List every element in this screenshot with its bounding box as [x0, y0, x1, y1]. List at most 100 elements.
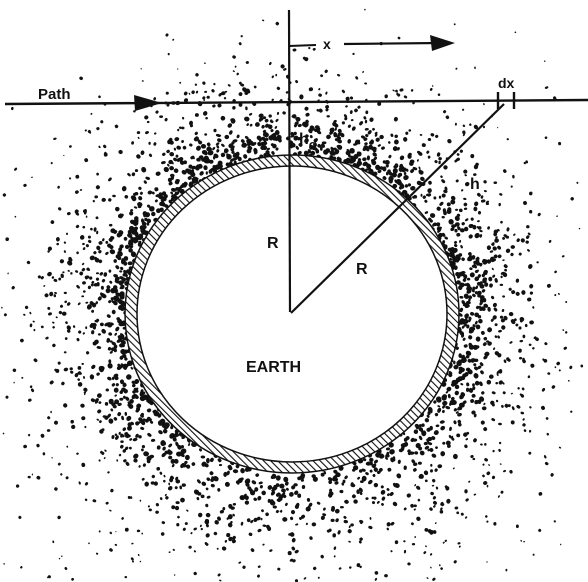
atmosphere-dot — [204, 90, 208, 93]
atmosphere-dot — [510, 185, 513, 188]
atmosphere-dot — [465, 218, 469, 222]
atmosphere-dot — [424, 479, 428, 483]
atmosphere-dot — [91, 302, 97, 308]
atmosphere-dot — [491, 295, 495, 300]
atmosphere-dot — [61, 311, 67, 316]
atmosphere-dot — [413, 429, 419, 434]
atmosphere-dot — [396, 147, 400, 151]
atmosphere-dot — [238, 102, 243, 107]
atmosphere-dot — [57, 361, 61, 365]
atmosphere-dot — [492, 246, 497, 251]
atmosphere-dot — [221, 546, 227, 551]
atmosphere-dot — [141, 221, 147, 226]
atmosphere-dot — [109, 509, 112, 512]
atmosphere-dot — [131, 141, 135, 145]
atmosphere-dot — [81, 267, 86, 272]
atmosphere-dot — [497, 245, 502, 250]
atmosphere-dot — [89, 374, 95, 380]
atmosphere-dot — [448, 253, 454, 257]
atmosphere-dot — [303, 150, 309, 156]
atmosphere-dot — [426, 150, 430, 154]
atmosphere-dot — [344, 475, 348, 480]
atmosphere-dot — [401, 167, 407, 173]
atmosphere-dot — [282, 111, 286, 115]
atmosphere-dot — [226, 470, 230, 476]
atmosphere-dot — [207, 150, 214, 156]
atmosphere-dot — [175, 476, 179, 481]
atmosphere-dot — [228, 536, 233, 542]
atmosphere-dot — [250, 519, 254, 524]
atmosphere-dot — [262, 116, 267, 120]
atmosphere-dot — [169, 166, 175, 171]
atmosphere-dot — [29, 323, 33, 328]
atmosphere-dot — [106, 285, 111, 290]
atmosphere-dot — [289, 492, 294, 497]
atmosphere-dot — [457, 542, 461, 545]
atmosphere-dot — [428, 180, 432, 185]
atmosphere-dot — [477, 226, 482, 230]
atmosphere-dot — [93, 339, 99, 345]
atmosphere-dot — [2, 193, 7, 197]
atmosphere-dot — [113, 288, 119, 293]
atmosphere-dot — [368, 479, 373, 485]
atmosphere-dot — [456, 511, 460, 515]
atmosphere-dot — [203, 152, 208, 156]
atmosphere-dot — [488, 464, 491, 466]
atmosphere-dot — [110, 488, 114, 493]
atmosphere-dot — [138, 465, 141, 468]
atmosphere-dot — [438, 160, 441, 165]
atmosphere-dot — [493, 181, 498, 185]
atmosphere-dot — [120, 300, 125, 305]
atmosphere-dot — [323, 149, 329, 155]
atmosphere-dot — [176, 451, 182, 457]
atmosphere-dot — [459, 149, 463, 153]
atmosphere-dot — [333, 555, 336, 558]
atmosphere-dot — [59, 259, 65, 264]
atmosphere-dot — [183, 91, 188, 96]
atmosphere-dot — [96, 393, 102, 398]
atmosphere-dot — [323, 470, 327, 475]
atmosphere-dot — [330, 518, 335, 523]
atmosphere-dot — [388, 141, 391, 144]
atmosphere-dot — [216, 149, 220, 153]
atmosphere-dot — [91, 364, 96, 370]
atmosphere-dot — [226, 533, 231, 538]
atmosphere-dot — [308, 47, 311, 50]
atmosphere-dot — [93, 227, 97, 232]
atmosphere-dot — [173, 574, 176, 576]
atmosphere-dot — [439, 420, 445, 424]
atmosphere-dot — [522, 418, 525, 421]
atmosphere-dot — [278, 496, 283, 502]
atmosphere-dot — [124, 527, 129, 532]
atmosphere-dot — [167, 52, 170, 56]
atmosphere-dot — [502, 259, 505, 261]
atmosphere-dot — [469, 272, 475, 278]
atmosphere-dot — [40, 276, 44, 280]
atmosphere-dot — [257, 565, 261, 568]
atmosphere-dot — [139, 191, 143, 195]
atmosphere-dot — [231, 141, 235, 145]
atmosphere-dot — [54, 291, 58, 295]
atmosphere-dot — [171, 463, 175, 468]
atmosphere-dot — [120, 333, 124, 336]
atmosphere-dot — [146, 222, 150, 226]
atmosphere-dot — [522, 334, 526, 339]
atmosphere-dot — [375, 137, 380, 142]
atmosphere-dot — [258, 113, 264, 118]
atmosphere-dot — [356, 563, 361, 568]
atmosphere-dot — [437, 229, 441, 233]
atmosphere-dot — [485, 200, 490, 204]
atmosphere-dot — [164, 493, 167, 497]
atmosphere-dot — [176, 145, 182, 150]
atmosphere-dot — [137, 553, 140, 557]
atmosphere-dot — [78, 330, 82, 334]
atmosphere-dot — [262, 524, 267, 527]
atmosphere-dot — [136, 403, 142, 409]
atmosphere-dot — [92, 199, 95, 203]
x-arrow-line — [343, 41, 441, 46]
atmosphere-dot — [505, 568, 508, 572]
atmosphere-dot — [63, 250, 66, 253]
atmosphere-dot — [487, 327, 493, 333]
atmosphere-dot — [433, 430, 439, 436]
atmosphere-dot — [166, 103, 170, 107]
